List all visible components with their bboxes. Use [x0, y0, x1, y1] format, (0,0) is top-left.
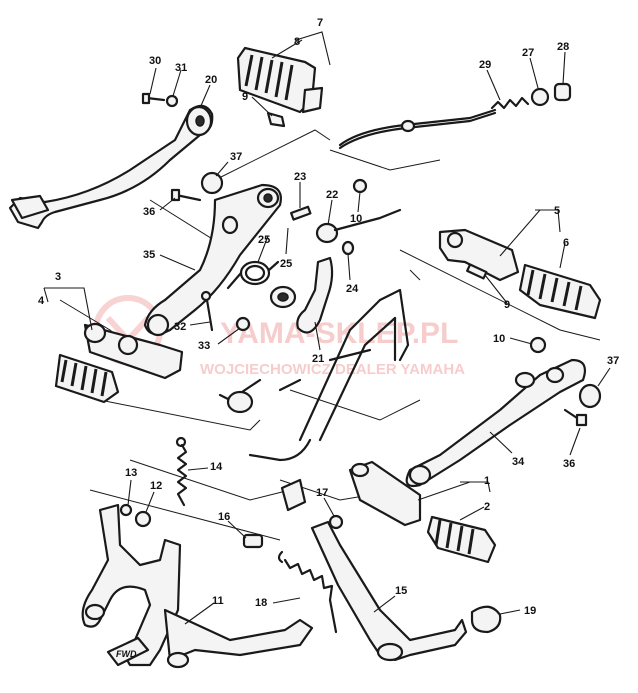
side-stand [310, 520, 468, 662]
callout-23: 23 [294, 171, 306, 183]
callout-16: 16 [218, 511, 230, 523]
callout-17: 17 [316, 487, 328, 499]
callout-10-right: 10 [493, 333, 505, 345]
nut-17 [328, 514, 344, 530]
callout-22: 22 [326, 189, 338, 201]
pin-23 [290, 205, 312, 221]
washer-13 [119, 503, 133, 517]
rear-footrest-left [236, 46, 324, 128]
bolt-16 [242, 533, 264, 549]
return-spring-25 [226, 260, 280, 290]
front-footrest-left [54, 322, 184, 404]
pivot-22 [315, 178, 402, 244]
callout-28: 28 [557, 41, 569, 53]
callout-4: 4 [38, 295, 45, 307]
callout-9: 9 [242, 91, 248, 103]
rear-footrest-right-rubber [518, 263, 602, 320]
callout-30: 30 [149, 55, 161, 67]
bolt-36-left [170, 188, 202, 202]
callout-9-right: 9 [504, 299, 510, 311]
washer-24 [341, 240, 355, 256]
callout-numbers: 30 31 20 7 8 9 29 27 28 37 23 22 10 36 2… [38, 17, 619, 617]
callout-25b: 25 [280, 258, 292, 270]
callout-37-right: 37 [607, 355, 619, 367]
callout-32: 32 [174, 321, 186, 333]
change-pedal [8, 104, 214, 230]
callout-36-right: 36 [563, 458, 575, 470]
callout-10: 10 [350, 213, 362, 225]
bolt-30 [141, 92, 179, 108]
bolt-36-right [563, 408, 588, 427]
bolt-32 [200, 290, 214, 332]
brake-rod-assembly [338, 82, 572, 150]
forward-arrow-icon: FWD [106, 636, 150, 667]
callout-13: 13 [125, 467, 137, 479]
callout-12: 12 [150, 480, 162, 492]
callout-27: 27 [522, 47, 534, 59]
callout-31: 31 [175, 62, 187, 74]
stopper-19 [470, 605, 502, 634]
stand-spring-14 [175, 436, 188, 507]
callout-2: 2 [484, 501, 490, 513]
callout-7: 7 [317, 17, 323, 29]
front-footrest-right [348, 460, 497, 564]
sidestand-spring-18 [277, 550, 338, 634]
callout-15: 15 [395, 585, 407, 597]
collar-37 [200, 171, 224, 195]
fwd-label: FWD [116, 649, 137, 659]
callout-19: 19 [524, 605, 536, 617]
nut-10-right [529, 336, 547, 354]
nut-33 [235, 316, 251, 332]
callout-5: 5 [554, 205, 560, 217]
callout-1: 1 [484, 475, 490, 487]
group-outline-lines [59, 129, 601, 541]
callout-20: 20 [205, 74, 217, 86]
callout-21: 21 [312, 353, 324, 365]
callout-18: 18 [255, 597, 267, 609]
callout-34: 34 [512, 456, 525, 468]
main-stand [81, 503, 314, 669]
callout-36: 36 [143, 206, 155, 218]
callout-25a: 25 [258, 234, 270, 246]
callout-3: 3 [55, 271, 61, 283]
callout-11: 11 [212, 595, 224, 607]
frame-outline [218, 288, 410, 512]
bolt-12 [134, 510, 152, 528]
brake-arm-21 [269, 256, 334, 334]
callout-37: 37 [230, 151, 242, 163]
callout-14: 14 [210, 461, 223, 473]
callout-33: 33 [198, 340, 210, 352]
footrest-bracket-right [405, 358, 587, 488]
callout-35: 35 [143, 249, 155, 261]
callout-24: 24 [346, 283, 359, 295]
callout-8: 8 [294, 36, 300, 48]
watermark-title: YAMA-SKLEP.PL [220, 317, 458, 350]
footrest-bracket-left [143, 183, 282, 337]
callout-29: 29 [479, 59, 491, 71]
callout-6: 6 [563, 237, 569, 249]
collar-37-right [578, 383, 602, 409]
rear-footrest-right-bracket [438, 228, 520, 282]
leader-lines [43, 31, 611, 625]
